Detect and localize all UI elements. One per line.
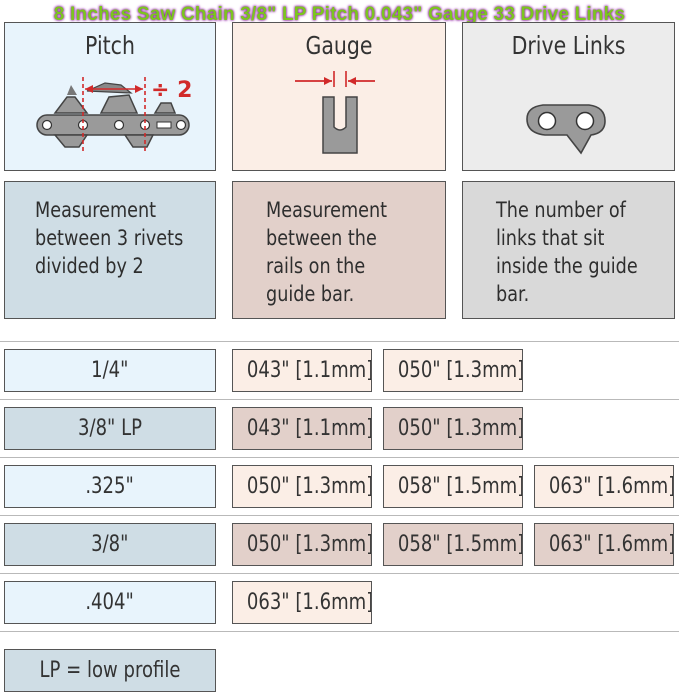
pitch-value: 3/8" LP xyxy=(77,416,142,441)
drive-desc-line: links that sit xyxy=(496,226,605,250)
pitch-description-box: Measurement between 3 rivets divided by … xyxy=(4,181,216,319)
drive-desc-line: inside the guide xyxy=(496,254,638,278)
pitch-value-cell: 3/8" xyxy=(4,523,216,566)
gauge-value: 050" [1.3mm] xyxy=(246,532,372,557)
gauge-diagram xyxy=(295,71,375,154)
row-divider xyxy=(0,631,679,632)
gauge-value-cell: 050" [1.3mm] xyxy=(232,465,372,508)
gauge-value: 063" [1.6mm] xyxy=(548,474,674,499)
row-divider xyxy=(0,515,679,516)
pitch-value: .325" xyxy=(85,474,135,499)
gauge-desc-line: rails on the xyxy=(266,254,366,278)
drive-desc-line: The number of xyxy=(496,198,626,222)
pitch-chain-diagram: ÷ 2 xyxy=(36,77,192,153)
pitch-value: 1/4" xyxy=(91,358,129,383)
gauge-value: 043" [1.1mm] xyxy=(246,416,372,441)
gauge-value-cell: 043" [1.1mm] xyxy=(232,349,372,392)
pitch-value-cell: 1/4" xyxy=(4,349,216,392)
drive-links-header-label: Drive Links xyxy=(511,31,626,60)
pitch-divide-annotation: ÷ 2 xyxy=(151,78,192,103)
drive-desc-line: bar. xyxy=(496,282,530,306)
gauge-desc-line: Measurement xyxy=(266,198,388,222)
gauge-value-cell: 050" [1.3mm] xyxy=(232,523,372,566)
drive-link-diagram xyxy=(526,104,606,155)
row-divider xyxy=(0,399,679,400)
gauge-value-cell: 063" [1.6mm] xyxy=(232,581,372,624)
drive-links-description: The number of links that sit inside the … xyxy=(496,196,638,308)
gauge-value: 050" [1.3mm] xyxy=(397,416,523,441)
pitch-header-label: Pitch xyxy=(85,31,135,60)
gauge-value: 063" [1.6mm] xyxy=(548,532,674,557)
gauge-value: 058" [1.5mm] xyxy=(397,474,523,499)
gauge-value: 063" [1.6mm] xyxy=(246,590,372,615)
gauge-value: 050" [1.3mm] xyxy=(246,474,372,499)
row-divider xyxy=(0,457,679,458)
pitch-header-box: Pitch ÷ 2 xyxy=(4,22,216,171)
gauge-value-cell: 058" [1.5mm] xyxy=(383,523,523,566)
gauge-description-box: Measurement between the rails on the gui… xyxy=(232,181,446,319)
legend-box: LP = low profile xyxy=(4,649,216,692)
gauge-value-cell: 058" [1.5mm] xyxy=(383,465,523,508)
gauge-desc-line: guide bar. xyxy=(266,282,355,306)
gauge-header-box: Gauge xyxy=(232,22,446,171)
pitch-value-cell: .404" xyxy=(4,581,216,624)
pitch-value-cell: .325" xyxy=(4,465,216,508)
gauge-value-cell: 050" [1.3mm] xyxy=(383,407,523,450)
pitch-value-cell: 3/8" LP xyxy=(4,407,216,450)
pitch-description: Measurement between 3 rivets divided by … xyxy=(35,196,184,280)
drive-links-header-box: Drive Links xyxy=(462,22,675,171)
gauge-value-cell: 050" [1.3mm] xyxy=(383,349,523,392)
gauge-value-cell: 063" [1.6mm] xyxy=(534,465,674,508)
row-divider xyxy=(0,341,679,342)
page-title: 8 Inches Saw Chain 3/8" LP Pitch 0.043" … xyxy=(53,4,626,25)
gauge-value-cell: 063" [1.6mm] xyxy=(534,523,674,566)
pitch-desc-line: divided by 2 xyxy=(35,254,144,278)
gauge-description: Measurement between the rails on the gui… xyxy=(266,196,408,308)
legend-text: LP = low profile xyxy=(39,658,181,683)
row-divider xyxy=(0,573,679,574)
pitch-value: .404" xyxy=(85,590,135,615)
gauge-value-cell: 043" [1.1mm] xyxy=(232,407,372,450)
pitch-desc-line: between 3 rivets xyxy=(35,226,184,250)
gauge-header-label: Gauge xyxy=(305,31,373,60)
gauge-desc-line: between the xyxy=(266,226,377,250)
gauge-value: 050" [1.3mm] xyxy=(397,358,523,383)
gauge-value: 043" [1.1mm] xyxy=(246,358,372,383)
drive-links-description-box: The number of links that sit inside the … xyxy=(462,181,675,319)
pitch-desc-line: Measurement xyxy=(35,198,157,222)
gauge-value: 058" [1.5mm] xyxy=(397,532,523,557)
pitch-value: 3/8" xyxy=(91,532,129,557)
